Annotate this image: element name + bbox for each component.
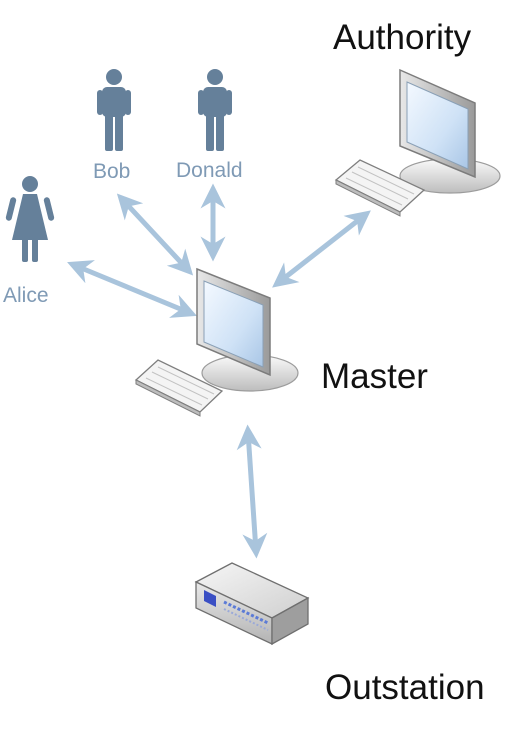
master-computer-icon [134, 267, 299, 417]
authority-computer-icon [334, 68, 501, 217]
bob-label: Bob [93, 160, 131, 183]
alice-label: Alice [3, 284, 49, 307]
alice-person-icon [5, 176, 55, 262]
master-label: Master [321, 357, 428, 396]
arrow-bob-master [116, 193, 194, 276]
arrow-authority-master [272, 210, 371, 288]
bob-person-icon [97, 69, 131, 151]
arrow-alice-master [67, 260, 197, 318]
authority-label: Authority [333, 18, 472, 57]
connection-arrows [67, 183, 371, 559]
outstation-device-icon [194, 562, 310, 646]
arrow-master-outstation [236, 424, 268, 559]
donald-person-icon [198, 69, 232, 151]
outstation-label: Outstation [325, 668, 485, 707]
donald-label: Donald [176, 159, 243, 182]
